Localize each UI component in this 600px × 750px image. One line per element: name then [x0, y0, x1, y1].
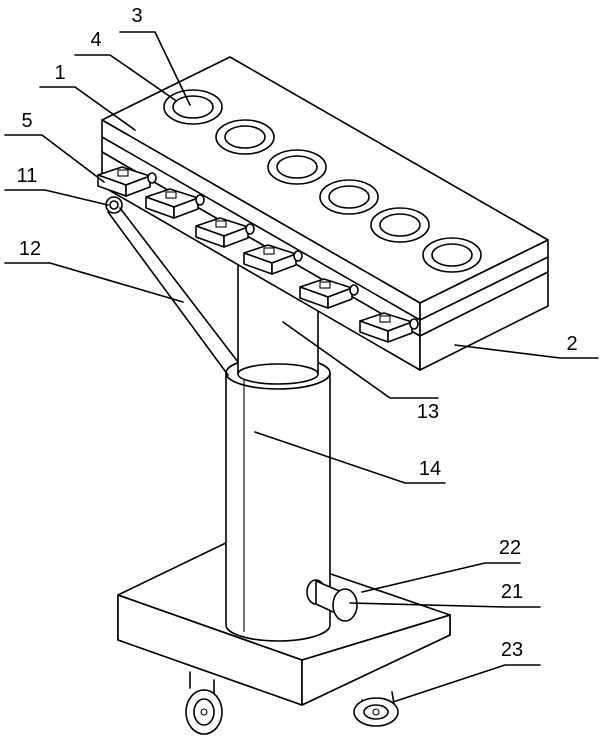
label-23: 23 [501, 639, 523, 661]
label-1: 1 [54, 62, 65, 84]
label-4: 4 [90, 29, 101, 51]
clamp-2 [145, 188, 205, 219]
label-21: 21 [501, 581, 523, 603]
label-5: 5 [21, 110, 32, 132]
label-12: 12 [19, 238, 41, 260]
leader-lines [4, 31, 599, 703]
caster-wheel-right [353, 691, 399, 727]
sample-holes [163, 89, 482, 273]
clamp-3 [195, 217, 255, 248]
locking-knob [306, 579, 358, 622]
label-13: 13 [417, 401, 439, 423]
support-rod [107, 207, 239, 376]
clamp-units [97, 166, 419, 343]
label-22: 22 [499, 537, 521, 559]
caster-wheel-left [185, 671, 223, 735]
label-14: 14 [419, 458, 441, 480]
reference-numerals: 3 4 1 5 11 12 13 14 2 22 21 23 [17, 5, 578, 661]
label-3: 3 [131, 5, 142, 27]
clamp-1 [97, 166, 157, 214]
clamp-6 [359, 312, 419, 343]
clamp-4 [243, 244, 303, 275]
label-2: 2 [566, 333, 577, 355]
clamp-5 [299, 278, 359, 309]
label-11: 11 [17, 165, 38, 187]
